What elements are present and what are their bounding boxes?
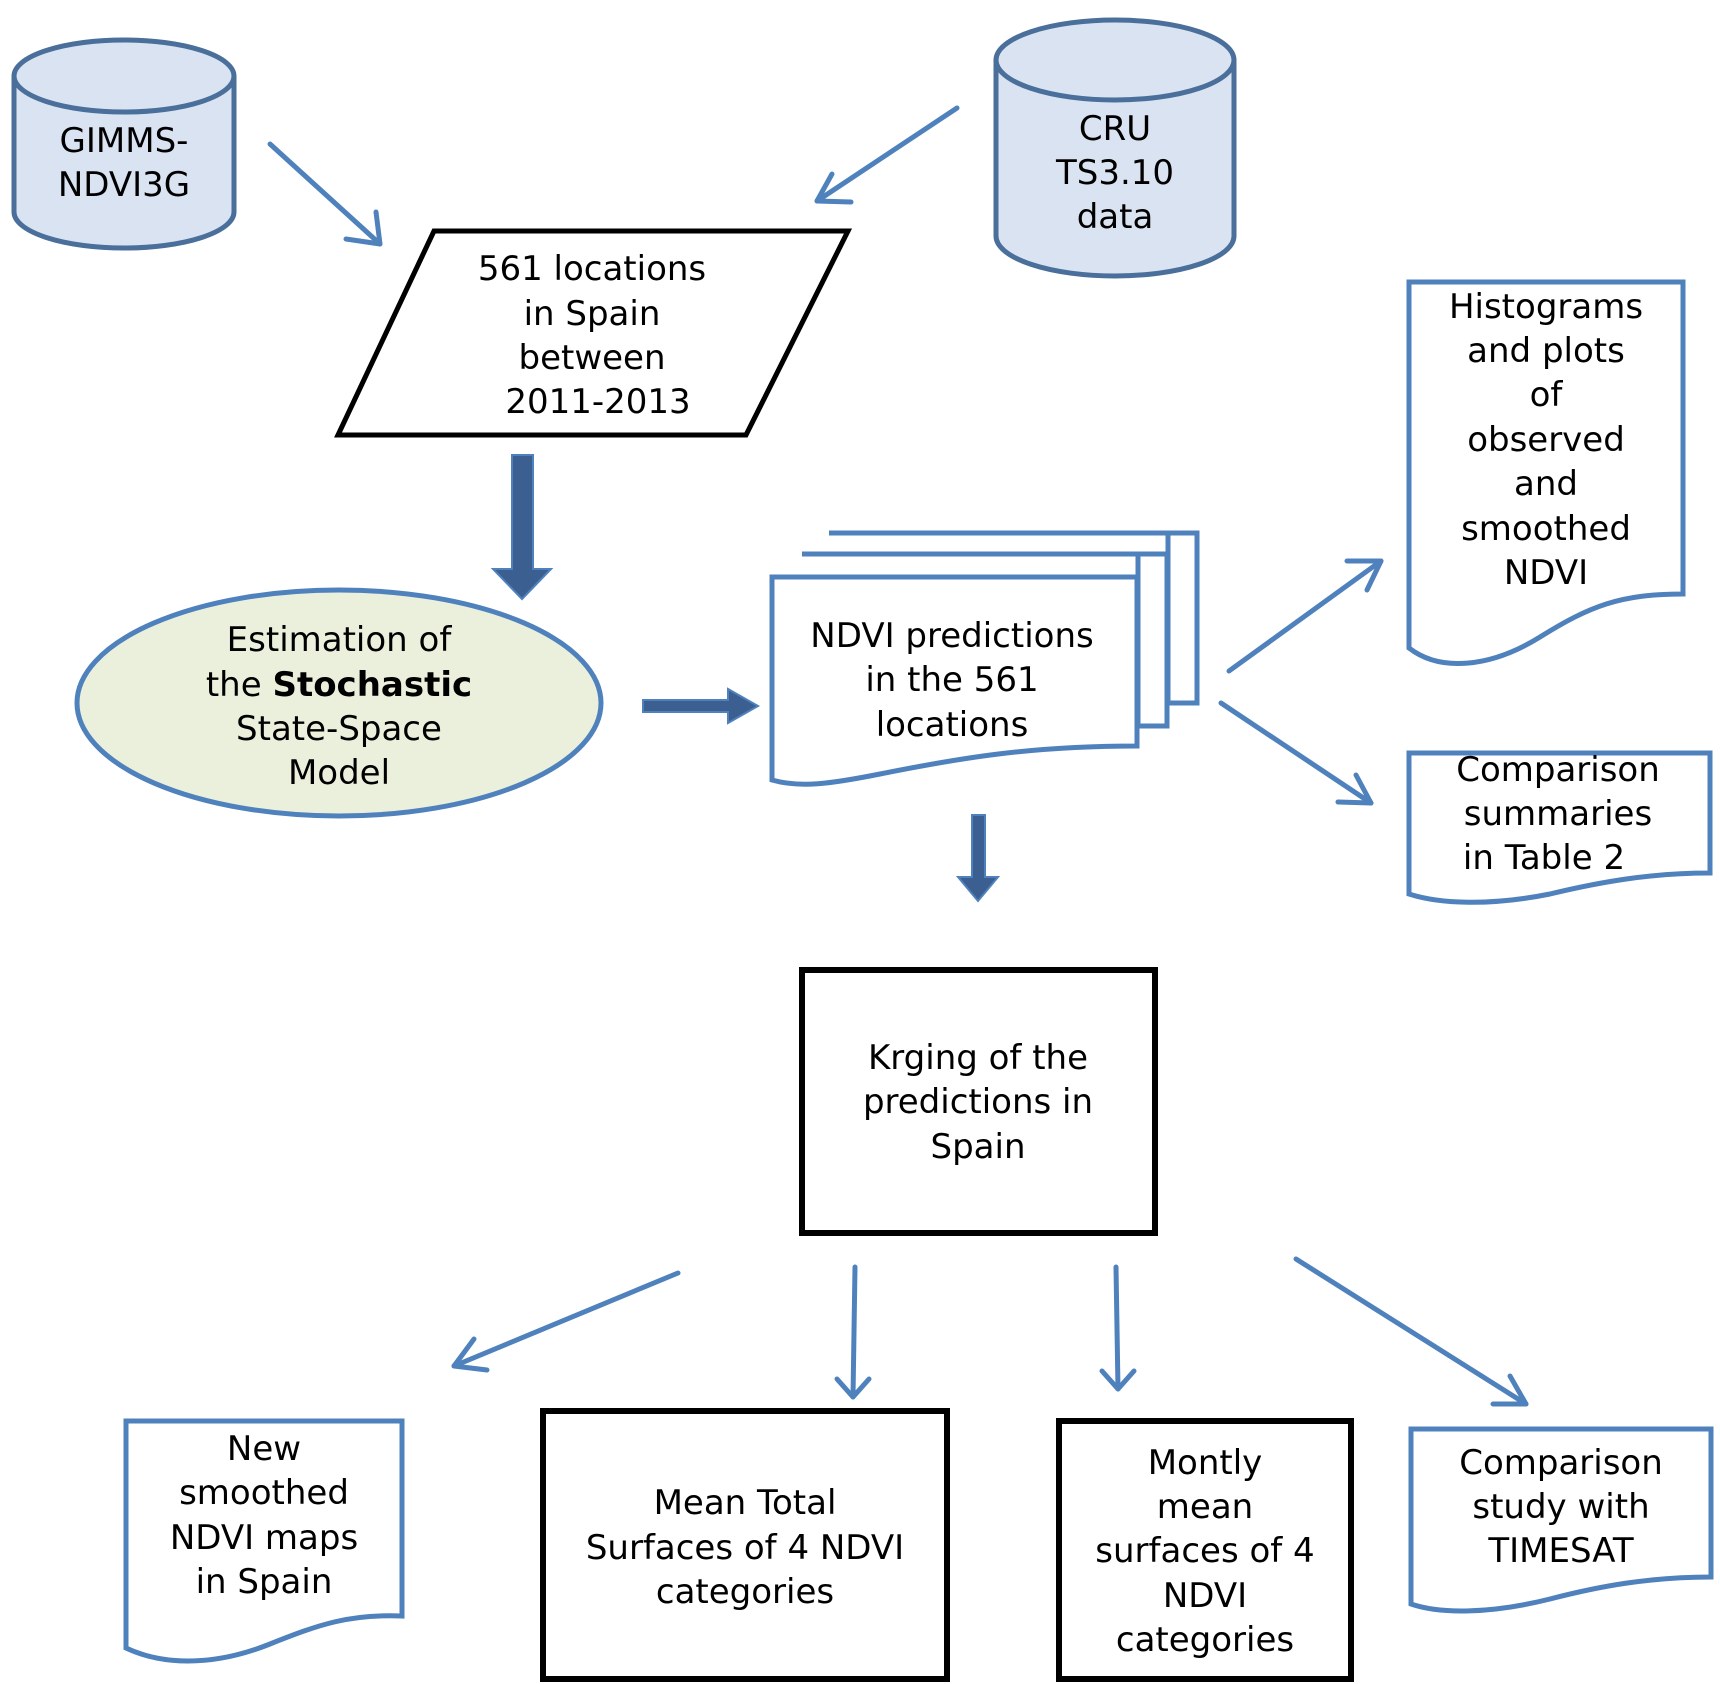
gimms-label-line-2: NDVI3G: [58, 165, 190, 205]
comparison-summaries-line-3: in Table 2: [1463, 838, 1625, 878]
arrow-predictions-to-histograms: [1226, 558, 1384, 674]
arrow-gimms-to-locations: [267, 141, 383, 247]
histograms-line-3: of: [1530, 375, 1564, 415]
monthly-line-1: Montly: [1148, 1443, 1263, 1483]
estimation-line-2-prefix: the: [206, 665, 273, 705]
arrow-kriging-to-monthly: [1099, 1264, 1137, 1392]
locations-data-parallelogram: 561 locations in Spain between 2011-2013: [334, 228, 853, 438]
cru-label-line-3: data: [1077, 197, 1154, 237]
new-maps-document: New smoothed NDVI maps in Spain: [123, 1418, 405, 1664]
predictions-line-3: locations: [876, 705, 1029, 745]
ndvi-predictions-multidocument: NDVI predictions in the 561 locations: [769, 530, 1200, 787]
histograms-line-4: observed: [1467, 420, 1625, 460]
cru-label-line-2: TS3.10: [1055, 153, 1174, 193]
new-maps-line-2: smoothed: [179, 1473, 349, 1513]
monthly-line-5: categories: [1116, 1620, 1294, 1660]
histograms-line-7: NDVI: [1504, 553, 1588, 593]
block-arrow-predictions-to-kriging: [955, 814, 1001, 903]
monthly-line-2: mean: [1157, 1487, 1253, 1527]
new-maps-line-3: NDVI maps: [170, 1518, 358, 1558]
new-maps-line-4: in Spain: [196, 1562, 333, 1602]
new-maps-line-1: New: [227, 1429, 301, 1469]
arrow-cru-to-locations: [814, 105, 960, 205]
arrow-kriging-to-mean-total: [834, 1264, 872, 1400]
gimms-ndvi3g-database: GIMMS- NDVI3G: [11, 37, 237, 251]
arrow-kriging-to-new-maps: [451, 1270, 681, 1373]
estimation-model-ellipse: Estimation of the Stochastic State-Space…: [74, 587, 604, 819]
kriging-line-1: Krging of the: [868, 1038, 1088, 1078]
mean-total-line-1: Mean Total: [654, 1483, 837, 1523]
timesat-line-3: TIMESAT: [1487, 1531, 1633, 1571]
arrow-kriging-to-timesat: [1293, 1256, 1529, 1407]
mean-total-surfaces-box: Mean Total Surfaces of 4 NDVI categories: [540, 1408, 950, 1682]
cru-label-line-1: CRU: [1079, 109, 1151, 149]
timesat-line-2: study with: [1472, 1487, 1649, 1527]
kriging-line-3: Spain: [931, 1127, 1026, 1167]
monthly-line-3: surfaces of 4: [1095, 1531, 1314, 1571]
comparison-summaries-document: Comparison summaries in Table 2: [1406, 750, 1713, 905]
histograms-line-1: Histograms: [1449, 287, 1643, 327]
locations-line-2: in Spain: [524, 294, 661, 334]
predictions-line-2: in the 561: [865, 660, 1038, 700]
mean-total-line-2: Surfaces of 4 NDVI: [586, 1528, 904, 1568]
kriging-process-box: Krging of the predictions in Spain: [799, 967, 1158, 1236]
mean-total-line-3: categories: [656, 1572, 834, 1612]
monthly-line-4: NDVI: [1163, 1576, 1247, 1616]
estimation-line-4: Model: [288, 753, 390, 793]
histograms-line-2: and plots: [1467, 331, 1625, 371]
arrow-predictions-to-summaries: [1218, 700, 1374, 806]
gimms-label-line-1: GIMMS-: [60, 121, 189, 161]
histograms-line-5: and: [1514, 464, 1578, 504]
estimation-line-2: the Stochastic: [206, 665, 472, 705]
estimation-line-3: State-Space: [236, 709, 442, 749]
monthly-mean-surfaces-box: Montly mean surfaces of 4 NDVI categorie…: [1056, 1418, 1354, 1682]
estimation-line-2-bold: Stochastic: [272, 665, 472, 705]
comparison-summaries-line-1: Comparison: [1456, 750, 1660, 790]
timesat-line-1: Comparison: [1459, 1443, 1663, 1483]
kriging-line-2: predictions in: [863, 1082, 1093, 1122]
locations-line-3: between: [518, 338, 665, 378]
cru-ts310-database: CRU TS3.10 data: [993, 17, 1237, 279]
histograms-line-6: smoothed: [1461, 509, 1631, 549]
locations-line-4: 2011-2013: [505, 382, 690, 422]
block-arrow-locations-to-estimation: [490, 454, 554, 601]
comparison-summaries-line-2: summaries: [1464, 794, 1652, 834]
histograms-document: Histograms and plots of observed and smo…: [1406, 279, 1686, 666]
predictions-line-1: NDVI predictions: [810, 616, 1093, 656]
timesat-comparison-document: Comparison study with TIMESAT: [1408, 1426, 1714, 1614]
block-arrow-estimation-to-predictions: [642, 687, 761, 725]
estimation-line-1: Estimation of: [227, 620, 453, 660]
locations-line-1: 561 locations: [478, 249, 706, 289]
